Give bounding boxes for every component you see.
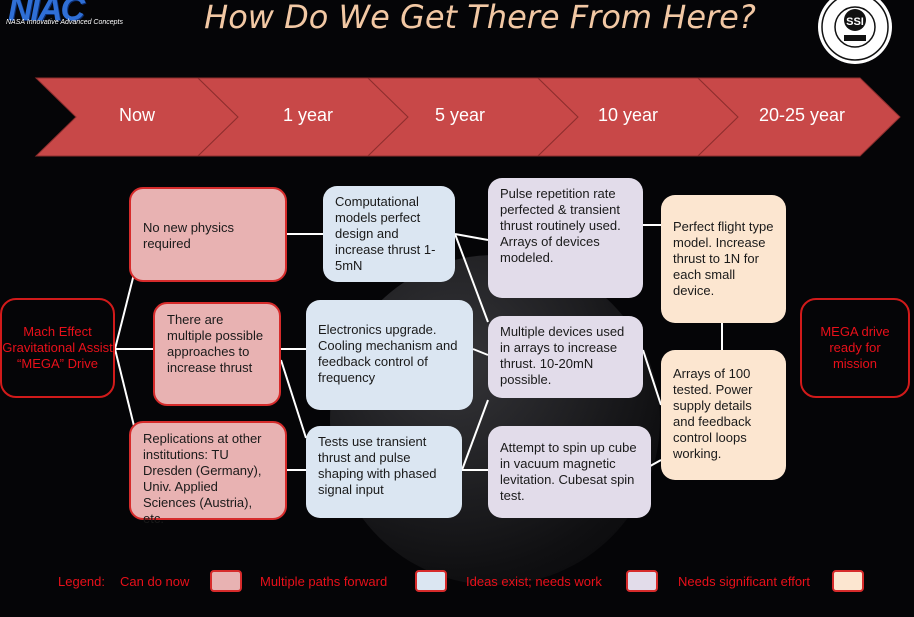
box-transient-thrust: Tests use transient thrust and pulse sha… (306, 426, 462, 518)
box-computational-models-text: Computational models perfect design and … (335, 194, 436, 273)
legend-swatch-lavender (626, 570, 658, 592)
box-no-new-physics-text: No new physics required (143, 220, 235, 251)
timeline-label-now: Now (118, 105, 155, 125)
box-multiple-approaches-text: There are multiple possible approaches t… (167, 312, 264, 375)
legend-label: Legend: (58, 574, 105, 589)
legend-swatch-blue (415, 570, 447, 592)
box-spin-cube: Attempt to spin up cube in vacuum magnet… (488, 426, 651, 518)
timeline-label-5-year: 5 year (434, 105, 486, 125)
legend-item-can-do-now: Can do now (120, 574, 190, 589)
legend-swatch-peach (832, 570, 864, 592)
box-arrays-100-text: Arrays of 100 tested. Power supply detai… (673, 366, 753, 461)
box-no-new-physics: No new physics required (129, 187, 287, 282)
seal-text: SSI (846, 16, 864, 28)
box-pulse-repetition-text: Pulse repetition rate perfected & transi… (500, 186, 621, 265)
box-replications-text: Replications at other institutions: TU D… (143, 431, 262, 526)
mega-drive-box: Mach Effect Gravitational Assist “MEGA” … (0, 298, 115, 398)
timeline-label-20-25-year: 20-25 year (758, 105, 846, 125)
box-multiple-approaches: There are multiple possible approaches t… (153, 302, 281, 406)
box-computational-models: Computational models perfect design and … (323, 186, 455, 282)
box-replications: Replications at other institutions: TU D… (129, 421, 287, 526)
box-flight-model: Perfect flight type model. Increase thru… (661, 195, 786, 323)
niac-logo-subtitle: NASA Innovative Advanced Concepts (6, 19, 123, 26)
legend-item-multiple-paths: Multiple paths forward (260, 574, 388, 589)
box-transient-thrust-text: Tests use transient thrust and pulse sha… (318, 434, 437, 497)
mega-drive-ready-box: MEGA drive ready for mission (800, 298, 910, 398)
box-multiple-devices-text: Multiple devices used in arrays to incre… (500, 324, 625, 387)
box-spin-cube-text: Attempt to spin up cube in vacuum magnet… (500, 440, 637, 503)
niac-logo: NIAC NASA Innovative Advanced Concepts (4, 0, 144, 30)
timeline-label-10-year: 10 year (597, 105, 659, 125)
timeline-label-1-year: 1 year (282, 105, 334, 125)
niac-logo-word: NIAC (8, 0, 85, 28)
ssi-seal-icon: SSI (818, 0, 892, 64)
box-pulse-repetition: Pulse repetition rate perfected & transi… (488, 178, 643, 298)
timeline-arrows (34, 77, 901, 157)
timeline-chevron-20-25-year (696, 77, 901, 157)
box-multiple-devices: Multiple devices used in arrays to incre… (488, 316, 643, 398)
box-electronics-upgrade: Electronics upgrade. Cooling mechanism a… (306, 300, 473, 410)
mega-drive-ready-box-text: MEGA drive ready for mission (820, 324, 890, 371)
box-electronics-upgrade-text: Electronics upgrade. Cooling mechanism a… (318, 322, 458, 385)
page-title: How Do We Get There From Here? (204, 0, 756, 36)
legend-swatch-pink (210, 570, 242, 592)
box-arrays-100: Arrays of 100 tested. Power supply detai… (661, 350, 786, 480)
mega-drive-box-text: Mach Effect Gravitational Assist “MEGA” … (2, 324, 113, 371)
box-flight-model-text: Perfect flight type model. Increase thru… (673, 219, 774, 298)
legend-item-ideas-exist: Ideas exist; needs work (466, 574, 602, 589)
legend-item-needs-effort: Needs significant effort (678, 574, 810, 589)
